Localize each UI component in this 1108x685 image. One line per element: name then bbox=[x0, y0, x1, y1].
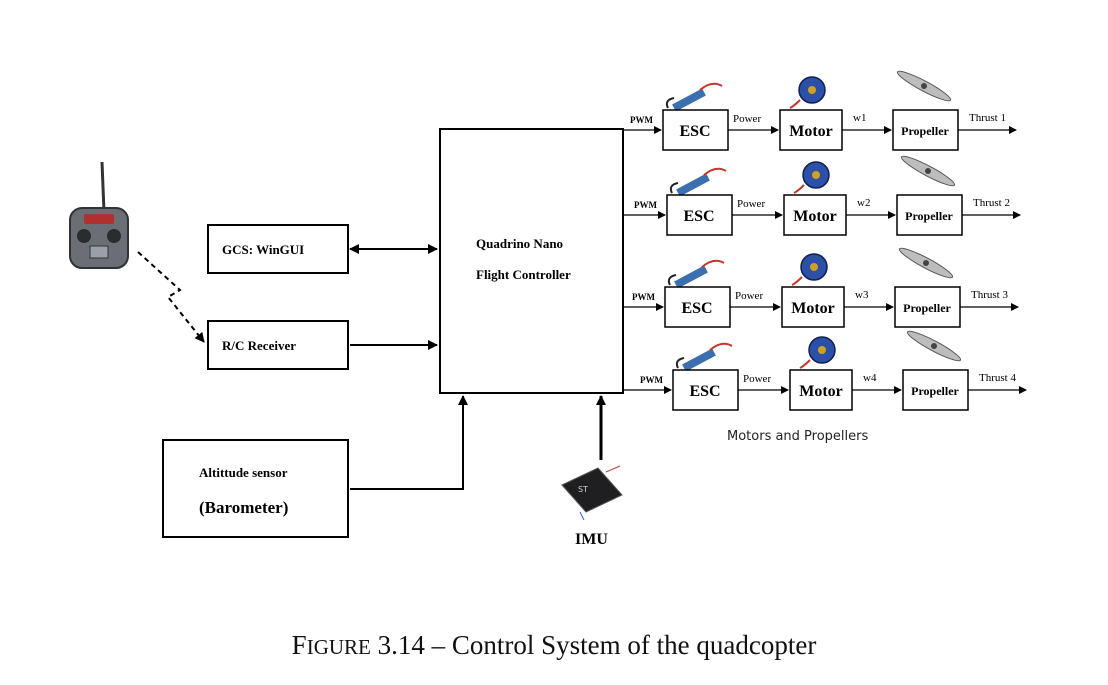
wireless-link bbox=[137, 251, 205, 343]
propeller-label: Propeller bbox=[905, 209, 953, 223]
pwm-label: PWM bbox=[640, 375, 663, 385]
propeller-icon bbox=[898, 247, 954, 279]
esc-block bbox=[664, 286, 731, 328]
esc-block bbox=[672, 369, 739, 411]
pwm-label: PWM bbox=[630, 115, 653, 125]
rc-receiver-label: R/C Receiver bbox=[222, 338, 296, 353]
figure-caption: FIGURE 3.14 – Control System of the quad… bbox=[0, 630, 1108, 661]
propeller-label: Propeller bbox=[911, 384, 959, 398]
motor-block bbox=[781, 286, 845, 328]
propeller-label: Propeller bbox=[903, 301, 951, 315]
speed-label: w1 bbox=[853, 112, 866, 124]
speed-label: w3 bbox=[855, 289, 869, 301]
motor-icon bbox=[789, 76, 826, 109]
propeller-icon bbox=[896, 70, 952, 102]
esc-label: ESC bbox=[681, 300, 712, 317]
altitude-fc-link bbox=[350, 395, 468, 490]
esc-icon bbox=[675, 342, 733, 372]
caption-figure-word: IGURE bbox=[306, 635, 371, 659]
esc-icon bbox=[665, 82, 723, 112]
motor-icon bbox=[791, 253, 828, 286]
propeller-block bbox=[902, 369, 969, 411]
gcs-label: GCS: WinGUI bbox=[222, 242, 304, 257]
power-label: Power bbox=[735, 290, 763, 302]
thrust-label: Thrust 1 bbox=[969, 112, 1006, 124]
barometer-label: (Barometer) bbox=[199, 498, 288, 517]
svg-text:ST: ST bbox=[578, 485, 588, 494]
caption-text: 3.14 – Control System of the quadcopter bbox=[370, 630, 817, 660]
esc-icon bbox=[669, 167, 727, 197]
flight-controller-label: Flight Controller bbox=[476, 267, 571, 282]
motor-icon bbox=[793, 161, 830, 194]
esc-label: ESC bbox=[683, 208, 714, 225]
esc-label: ESC bbox=[679, 123, 710, 140]
esc-block bbox=[662, 109, 729, 151]
propeller-icon bbox=[906, 330, 962, 362]
esc-icon bbox=[667, 259, 725, 289]
imu-label: IMU bbox=[575, 531, 608, 548]
motor-block bbox=[783, 194, 847, 236]
altitude-sensor-label: Altittude sensor bbox=[199, 465, 288, 480]
motors-and-propellers-label: Motors and Propellers bbox=[727, 429, 869, 444]
motor-icon bbox=[799, 336, 836, 369]
rc-receiver-block: R/C Receiver bbox=[207, 320, 349, 370]
motor-label: Motor bbox=[789, 123, 833, 140]
power-label: Power bbox=[737, 198, 765, 210]
speed-label: w2 bbox=[857, 197, 870, 209]
thrust-label: Thrust 4 bbox=[979, 372, 1016, 384]
pwm-label: PWM bbox=[632, 292, 655, 302]
pwm-label: PWM bbox=[634, 200, 657, 210]
motor-block bbox=[779, 109, 843, 151]
power-label: Power bbox=[733, 113, 761, 125]
propeller-icon bbox=[900, 155, 956, 187]
remote-controller-icon bbox=[69, 161, 129, 269]
propeller-block bbox=[894, 286, 961, 328]
flight-controller-name: Quadrino Nano bbox=[476, 236, 563, 251]
flight-controller-block: Quadrino Nano Flight Controller bbox=[439, 128, 624, 394]
thrust-label: Thrust 2 bbox=[973, 197, 1010, 209]
motor-block bbox=[789, 369, 853, 411]
speed-label: w4 bbox=[863, 372, 877, 384]
propeller-block bbox=[892, 109, 959, 151]
power-label: Power bbox=[743, 373, 771, 385]
thrust-label: Thrust 3 bbox=[971, 289, 1008, 301]
imu-chip-icon: ST bbox=[561, 465, 623, 521]
motor-label: Motor bbox=[793, 208, 837, 225]
altitude-sensor-block: Altittude sensor (Barometer) bbox=[162, 439, 349, 538]
motor-label: Motor bbox=[791, 300, 835, 317]
gcs-block: GCS: WinGUI bbox=[207, 224, 349, 274]
motor-label: Motor bbox=[799, 383, 843, 400]
propeller-label: Propeller bbox=[901, 124, 949, 138]
caption-figure-initial: F bbox=[291, 630, 307, 660]
esc-label: ESC bbox=[689, 383, 720, 400]
esc-block bbox=[666, 194, 733, 236]
